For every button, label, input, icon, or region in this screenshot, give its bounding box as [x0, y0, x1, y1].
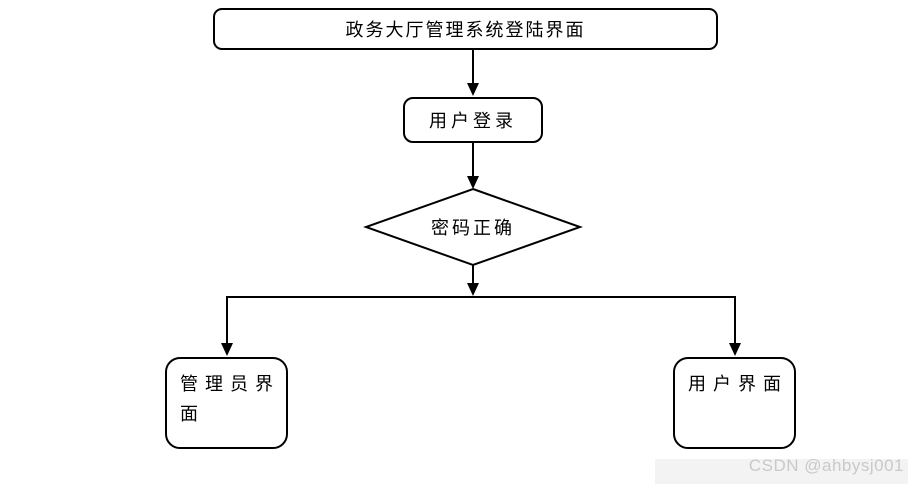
node-user-login: 用户登录: [403, 97, 543, 143]
arrowhead-icon: [467, 176, 479, 189]
node-user-login-label: 用户登录: [429, 111, 517, 131]
arrowhead-icon: [467, 83, 479, 96]
arrowhead-icon: [467, 283, 479, 296]
decision-password-correct-label: 密码正确: [431, 218, 515, 238]
watermark-background: [655, 459, 908, 484]
node-login-screen-label: 政务大厅管理系统登陆界面: [345, 20, 586, 40]
node-user-interface-label: 用户界面: [688, 374, 788, 394]
watermark: CSDN @ahbysj001: [748, 456, 904, 475]
node-admin-interface-label: 管理员界面: [180, 374, 280, 424]
node-user-interface: 用户界面: [673, 357, 796, 449]
decision-password-correct: 密码正确: [366, 189, 580, 265]
arrowhead-icon: [729, 343, 741, 356]
node-login-screen: 政务大厅管理系统登陆界面: [213, 8, 718, 50]
arrowhead-icon: [221, 343, 233, 356]
node-admin-interface: 管理员界面: [165, 357, 288, 449]
